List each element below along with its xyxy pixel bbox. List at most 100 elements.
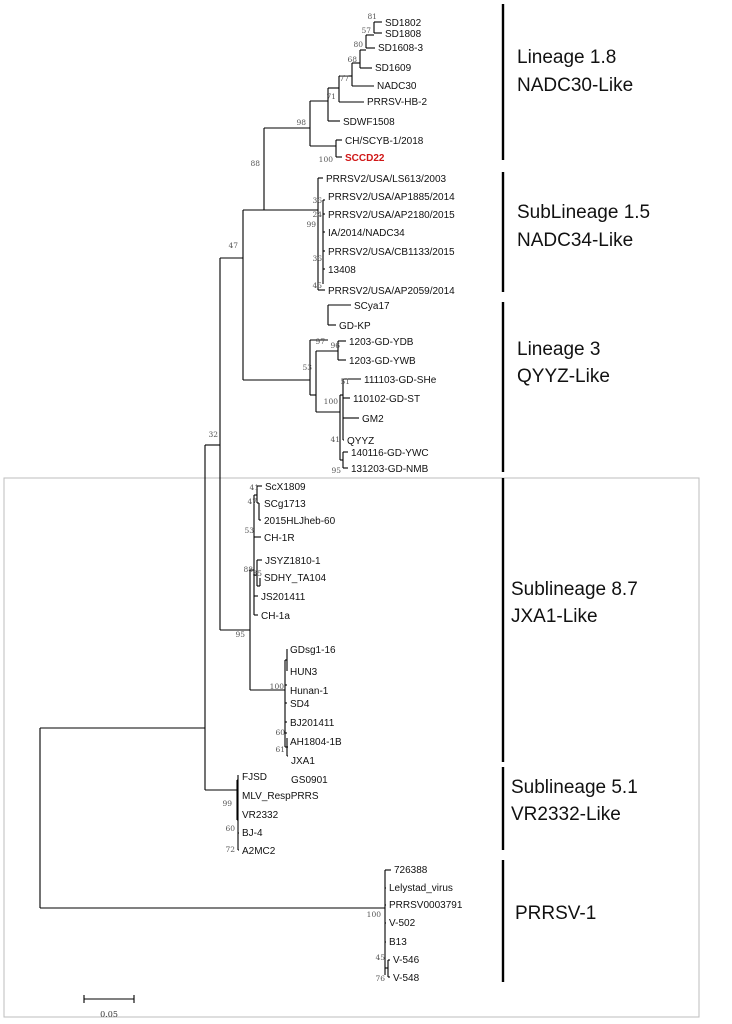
lower-frame — [3, 477, 700, 1018]
bootstrap-value: 88 — [243, 565, 253, 574]
bootstrap-value: 76 — [375, 974, 385, 983]
scale-bar-line — [83, 995, 135, 1003]
leaf-label: 13408 — [328, 265, 356, 276]
clade-label-lineage-1-8-type: NADC30-Like — [517, 75, 633, 96]
leaf-label: CH-1R — [264, 533, 295, 544]
leaf-label: SD1608-3 — [378, 43, 423, 54]
clade-label-sublineage-5-1-type: VR2332-Like — [511, 804, 621, 825]
leaf-label: SCg1713 — [264, 499, 306, 510]
clade-labels: Lineage 1.8 NADC30-Like SubLineage 1.5 N… — [511, 47, 650, 924]
bootstrap-value: 45 — [312, 281, 322, 290]
leaf-label: JS201411 — [261, 592, 306, 603]
leaf-label: HUN3 — [290, 667, 318, 678]
leaf-label: 726388 — [394, 865, 428, 876]
bootstrap-values: 81 57 80 68 77 71 98 100 88 36 24 99 36 … — [208, 12, 385, 983]
leaf-label: SD1808 — [385, 29, 422, 40]
bootstrap-value: 80 — [353, 40, 363, 49]
bootstrap-value: 99 — [222, 799, 232, 808]
bootstrap-value: 61 — [275, 745, 285, 754]
bootstrap-value: 60 — [225, 824, 235, 833]
bootstrap-value: 98 — [296, 118, 306, 127]
leaf-label: BJ201411 — [290, 718, 335, 729]
leaf-label: 111103-GD-SHe — [364, 375, 437, 386]
leaf-label: 110102-GD-ST — [353, 394, 420, 405]
leaf-label: CH/SCYB-1/2018 — [345, 136, 424, 147]
leaf-label: PRRSV2/USA/AP2180/2015 — [328, 210, 455, 221]
bootstrap-value: 41 — [249, 483, 259, 492]
leaf-label: SD1609 — [375, 63, 412, 74]
bootstrap-value: 32 — [208, 430, 218, 439]
leaf-label: PRRSV-HB-2 — [367, 97, 427, 108]
bootstrap-value: 100 — [324, 397, 339, 406]
clade-label-sublineage-8-7-name: Sublineage 8.7 — [511, 579, 638, 600]
clade-label-prrsv-1: PRRSV-1 — [515, 903, 596, 924]
leaf-label: GS0901 — [291, 775, 328, 786]
bootstrap-value: 88 — [250, 159, 260, 168]
leaf-label: JSYZ1810-1 — [265, 556, 321, 567]
bootstrap-value: 35 — [252, 569, 262, 578]
bootstrap-value: 97 — [315, 337, 325, 346]
bootstrap-value: 47 — [247, 497, 257, 506]
leaf-label: 140116-GD-YWC — [351, 448, 429, 459]
leaf-label: 2015HLJheb-60 — [264, 516, 336, 527]
leaf-label: SDWF1508 — [343, 117, 395, 128]
bootstrap-value: 72 — [225, 845, 235, 854]
bootstrap-value: 45 — [375, 953, 385, 962]
leaf-label: AH1804-1B — [290, 737, 342, 748]
clade-label-lineage-3-name: Lineage 3 — [517, 339, 600, 360]
bootstrap-value: 68 — [347, 55, 357, 64]
bootstrap-value: 51 — [340, 377, 350, 386]
leaf-label: JXA1 — [291, 756, 315, 767]
clade-label-sublineage-1-5-type: NADC34-Like — [517, 230, 633, 251]
bootstrap-value: 36 — [312, 196, 322, 205]
leaf-label: Hunan-1 — [290, 686, 329, 697]
leaf-label: IA/2014/NADC34 — [328, 228, 405, 239]
leaf-label: CH-1a — [261, 611, 290, 622]
leaf-label: 131203-GD-NMB — [351, 464, 429, 475]
leaf-label: PRRSV2/USA/AP2059/2014 — [328, 286, 455, 297]
leaf-label: V-502 — [389, 918, 416, 929]
bootstrap-value: 41 — [330, 435, 340, 444]
leaf-label: SCya17 — [354, 301, 390, 312]
tree-branches — [39, 21, 391, 978]
leaf-label: V-548 — [393, 973, 420, 984]
leaf-label: QYYZ — [347, 436, 374, 447]
leaf-label: SD4 — [290, 699, 310, 710]
leaf-label: NADC30 — [377, 81, 417, 92]
bootstrap-value: 95 — [331, 466, 341, 475]
leaf-label: A2MC2 — [242, 846, 276, 857]
leaf-label: GD-KP — [339, 321, 371, 332]
leaf-label: VR2332 — [242, 810, 279, 821]
scale-bar-label: 0.05 — [100, 1010, 118, 1019]
leaf-label: V-546 — [393, 955, 420, 966]
bootstrap-value: 71 — [326, 92, 336, 101]
bootstrap-value: 47 — [228, 241, 238, 250]
leaf-label: MLV_RespPRRS — [242, 791, 319, 802]
leaf-label: PRRSV2/USA/AP1885/2014 — [328, 192, 455, 203]
leaf-label: SD1802 — [385, 18, 422, 29]
bootstrap-value: 36 — [312, 254, 322, 263]
bootstrap-value: 100 — [270, 682, 285, 691]
leaf-label: Lelystad_virus — [389, 883, 453, 894]
clade-label-lineage-1-8-name: Lineage 1.8 — [517, 47, 616, 68]
bootstrap-value: 95 — [235, 630, 245, 639]
leaf-labels: SD1802 SD1808 SD1608-3 SD1609 NADC30 PRR… — [242, 18, 463, 984]
clade-label-sublineage-5-1-name: Sublineage 5.1 — [511, 777, 638, 798]
leaf-label: SDHY_TA104 — [264, 573, 327, 584]
leaf-label: PRRSV2/USA/LS613/2003 — [326, 174, 447, 185]
leaf-label: PRRSV0003791 — [389, 900, 463, 911]
leaf-label: GM2 — [362, 414, 384, 425]
bootstrap-value: 57 — [361, 26, 371, 35]
bootstrap-value: 60 — [275, 728, 285, 737]
bootstrap-value: 100 — [319, 155, 334, 164]
clade-label-lineage-3-type: QYYZ-Like — [517, 366, 610, 387]
leaf-label: FJSD — [242, 772, 267, 783]
scale-bar: 0.05 — [83, 995, 135, 1019]
bootstrap-value: 53 — [244, 526, 254, 535]
leaf-label: ScX1809 — [265, 482, 306, 493]
clade-label-sublineage-8-7-type: JXA1-Like — [511, 606, 598, 627]
leaf-label: 1203-GD-YDB — [349, 337, 414, 348]
bootstrap-value: 96 — [330, 341, 340, 350]
